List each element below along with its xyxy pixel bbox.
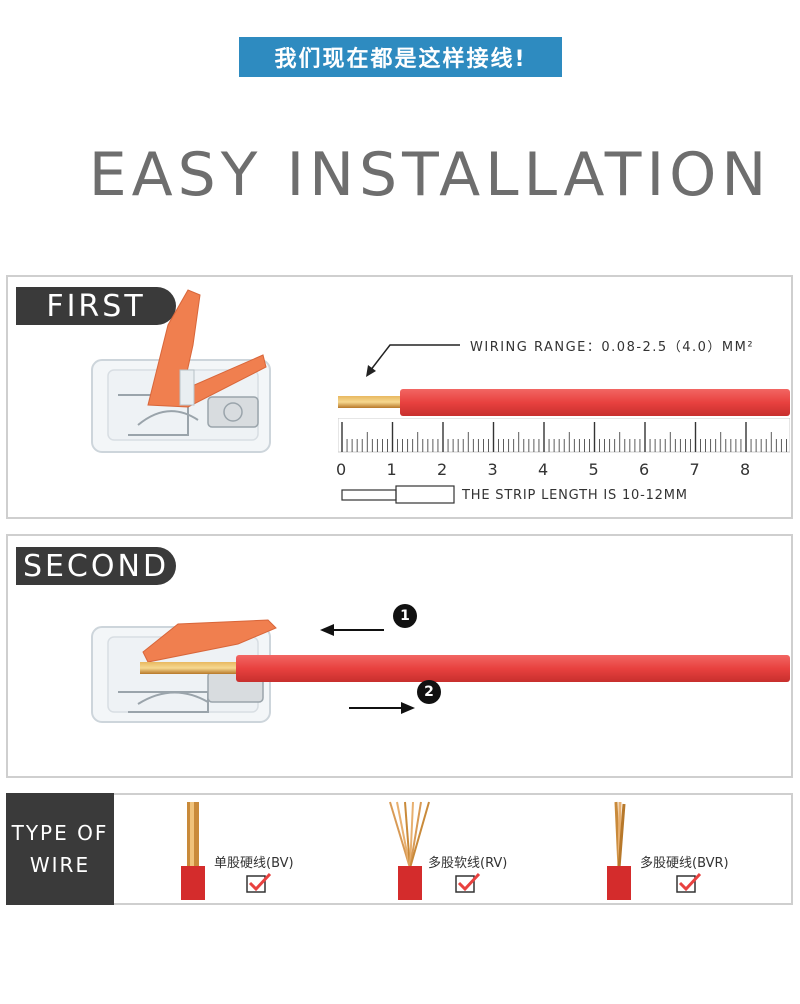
ruler-label: 8 bbox=[740, 460, 751, 479]
page-title: EASY INSTALLATION bbox=[88, 140, 772, 210]
check-icon bbox=[676, 872, 702, 893]
ruler-label: 2 bbox=[437, 460, 448, 479]
ruler-label: 3 bbox=[487, 460, 498, 479]
stranded-flexible-wire-icon bbox=[389, 801, 430, 900]
ruler-labels: 0 1 2 3 4 5 6 7 8 bbox=[336, 458, 790, 482]
ruler-label: 0 bbox=[336, 460, 347, 479]
second-step-tag: SECOND bbox=[16, 547, 176, 585]
check-icon bbox=[455, 872, 481, 893]
ruler-label: 4 bbox=[538, 460, 549, 479]
top-banner: 我们现在都是这样接线! bbox=[239, 37, 562, 77]
pull-right-arrow-icon bbox=[349, 702, 415, 714]
wire-type-name: 单股硬线(BV) bbox=[214, 856, 294, 871]
wire-type-header-line1: TYPE OF bbox=[11, 821, 109, 845]
ruler bbox=[338, 418, 790, 453]
ruler-label: 5 bbox=[588, 460, 599, 479]
ruler-label: 6 bbox=[639, 460, 650, 479]
stranded-rigid-wire-icon bbox=[607, 801, 631, 900]
inserted-wire-icon bbox=[140, 655, 790, 682]
push-left-arrow-icon bbox=[320, 624, 384, 636]
wire-type-header-line2: WIRE bbox=[29, 853, 91, 877]
wire-type-name: 多股硬线(BVR) bbox=[640, 856, 729, 871]
stripped-wire-icon bbox=[338, 389, 790, 416]
connector-open-icon bbox=[91, 289, 271, 453]
wire-type-name: 多股软线(RV) bbox=[428, 856, 508, 871]
wiring-range-label: WIRING RANGE：0.08-2.5（4.0）MM² bbox=[470, 340, 755, 355]
strip-length-icon bbox=[341, 485, 455, 504]
solid-wire-icon bbox=[181, 802, 205, 900]
check-icon bbox=[246, 872, 272, 893]
strip-length-label: THE STRIP LENGTH IS 10-12MM bbox=[462, 488, 688, 503]
step-one-badge: 1 bbox=[393, 604, 417, 628]
first-step-tag: FIRST bbox=[16, 287, 176, 325]
pointer-arrow-icon bbox=[366, 344, 460, 377]
ruler-label: 1 bbox=[386, 460, 397, 479]
ruler-label: 7 bbox=[689, 460, 700, 479]
wire-type-header: TYPE OF WIRE bbox=[6, 793, 114, 905]
step-two-badge: 2 bbox=[417, 680, 441, 704]
